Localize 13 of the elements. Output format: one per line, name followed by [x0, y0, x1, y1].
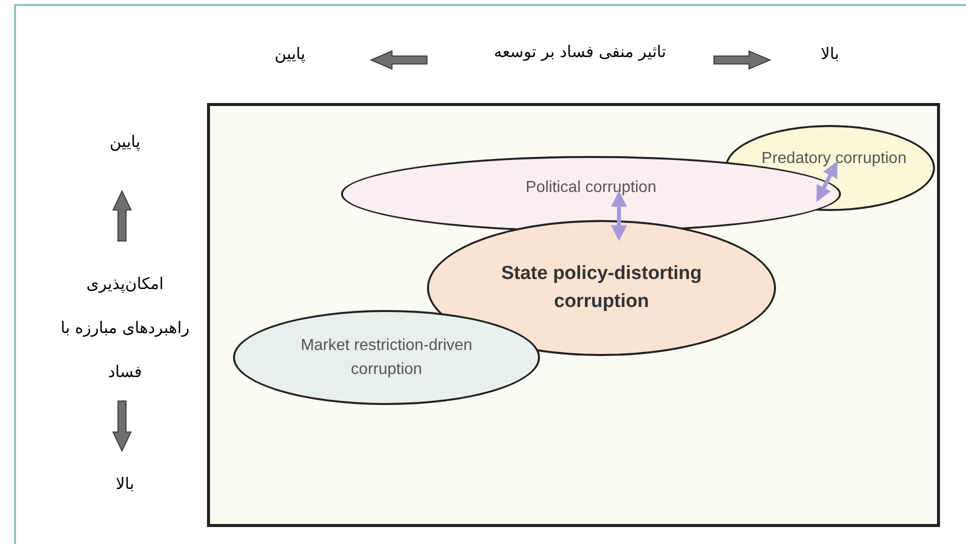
- diagram-panel: [207, 103, 940, 527]
- axis-label: پایین: [274, 43, 306, 65]
- axis-label: بالا: [820, 43, 840, 65]
- axis-label: بالا: [114, 473, 136, 495]
- node-label: Political corruption: [526, 178, 656, 198]
- node-label: State policy-distorting corruption: [500, 262, 703, 314]
- double-arrow: [611, 190, 627, 242]
- axis-label: پایین: [108, 131, 142, 153]
- node-label: Predatory corruption: [762, 149, 906, 169]
- axis-label: تاثیر منفی فساد بر توسعه: [492, 41, 668, 63]
- node-label: Market restriction-driven corruption: [300, 336, 474, 380]
- axis-label: امکان‌پذیری راهبردهای مبارزه با فساد: [60, 273, 190, 383]
- double-arrow: [816, 161, 838, 202]
